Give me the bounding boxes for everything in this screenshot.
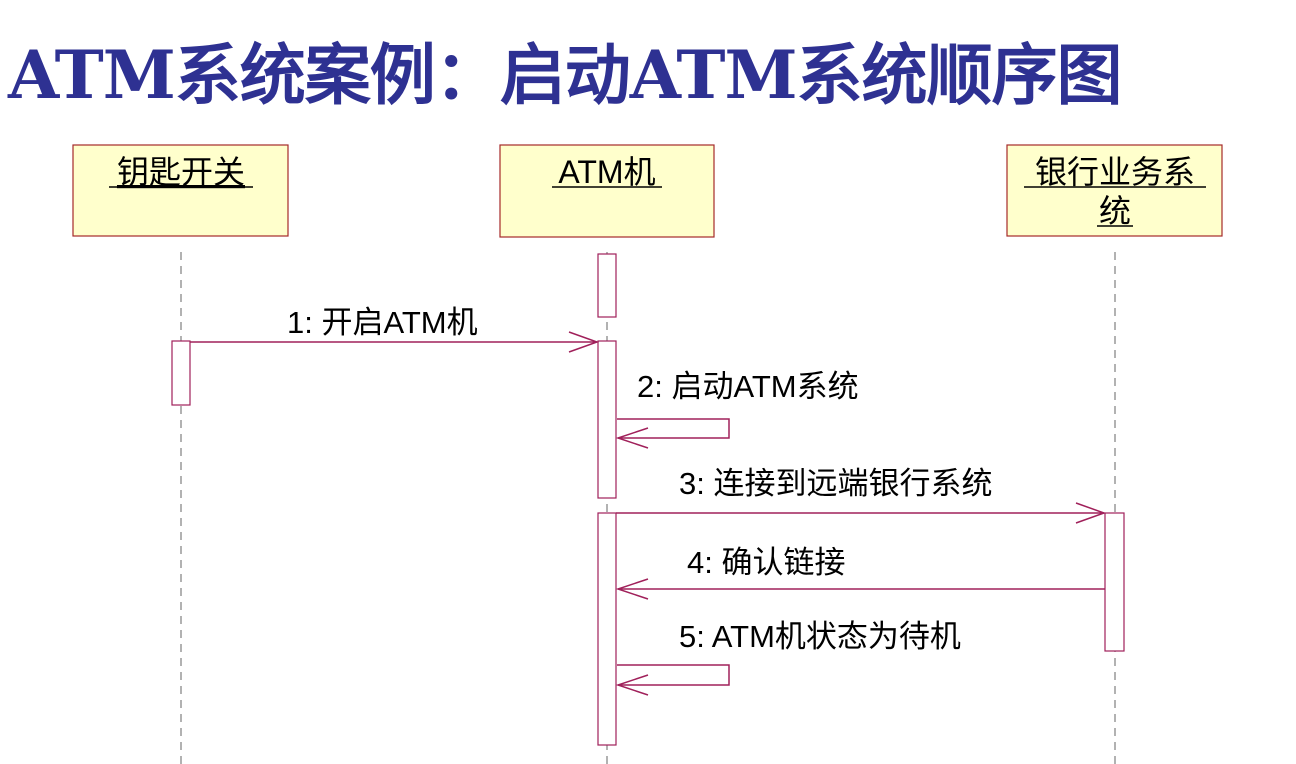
object-atm[interactable]: ATM机	[499, 144, 715, 238]
message-4-label: 4: 确认链接	[687, 545, 845, 580]
message-2[interactable]: 2: 启动ATM系统	[615, 369, 859, 449]
activation-atm-2	[597, 340, 617, 499]
object-bank-label-line1: 银行业务系	[1035, 154, 1195, 190]
object-key[interactable]: 钥匙开关	[72, 144, 289, 237]
message-3[interactable]: 3: 连接到远端银行系统	[616, 466, 1107, 524]
activation-key	[171, 340, 191, 406]
message-3-label: 3: 连接到远端银行系统	[679, 466, 992, 501]
message-5-label: 5: ATM机状态为待机	[679, 619, 961, 654]
page-title: ATM系统案例：启动ATM系统顺序图	[8, 36, 1123, 114]
object-atm-label: ATM机	[558, 154, 655, 190]
message-4[interactable]: 4: 确认链接	[615, 545, 1105, 600]
message-5[interactable]: 5: ATM机状态为待机	[615, 619, 961, 696]
activation-bank	[1104, 512, 1125, 652]
message-2-label: 2: 启动ATM系统	[637, 369, 859, 404]
message-1-label: 1: 开启ATM机	[287, 305, 478, 340]
activation-atm-3	[597, 512, 617, 746]
message-1[interactable]: 1: 开启ATM机	[190, 305, 600, 353]
object-bank[interactable]: 银行业务系 统	[1006, 144, 1223, 237]
object-bank-label-line2: 统	[1099, 193, 1131, 229]
activation-atm-1	[597, 253, 617, 318]
object-key-label: 钥匙开关	[117, 154, 245, 190]
